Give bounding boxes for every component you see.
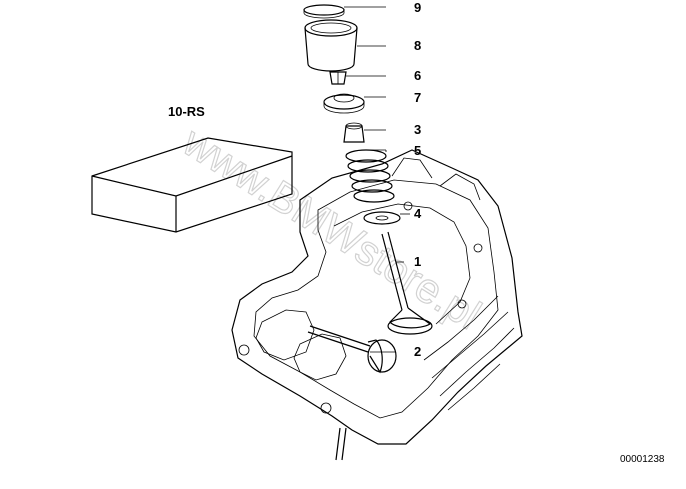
callout-2: 2: [414, 344, 421, 359]
spring-retainer-7: [323, 93, 365, 114]
repair-kit-box: [91, 137, 293, 233]
valve-keeper-9: [303, 4, 345, 19]
leader-lines: [344, 6, 410, 353]
spring-seat-4: [363, 211, 401, 225]
callout-1: 1: [414, 254, 421, 269]
cylinder-head: [231, 149, 523, 461]
callout-4: 4: [414, 206, 422, 221]
kit-label: 10-RS: [168, 104, 205, 119]
callout-7: 7: [414, 90, 421, 105]
callout-8: 8: [414, 38, 421, 53]
bucket-tappet-8: [304, 19, 358, 72]
valve-cotter-6: [329, 71, 347, 85]
watermark: www.BMWstore.pl: [174, 117, 489, 338]
reference-number: 00001238: [620, 454, 665, 465]
valve-spring-5: [345, 149, 395, 203]
valve-stem-seal-3: [343, 122, 365, 143]
callout-6: 6: [414, 68, 421, 83]
callout-5: 5: [414, 143, 421, 158]
exhaust-valve-1: [381, 231, 433, 335]
callout-9: 9: [414, 0, 421, 15]
callout-3: 3: [414, 122, 421, 137]
intake-valve-2: [307, 325, 397, 374]
